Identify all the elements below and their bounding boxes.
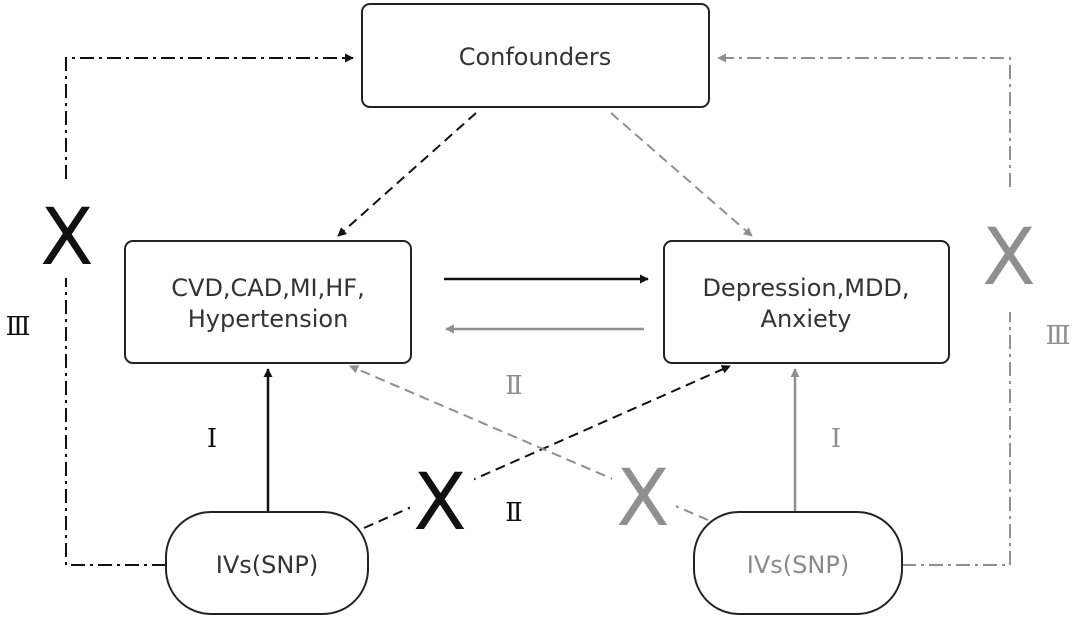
node-iv-left: IVs(SNP) <box>165 511 369 615</box>
outcome-label-line1: Depression,MDD, <box>702 274 909 302</box>
x-center-gray-mask <box>612 456 676 528</box>
assumption-1-left: Ⅰ <box>207 424 217 454</box>
violation-mark-center-black: X <box>413 458 466 548</box>
violation-mark-right: X <box>982 213 1035 303</box>
x-center-black-mask <box>410 462 474 534</box>
x-right-mask <box>980 192 1040 312</box>
assumption-3-left: Ⅲ <box>5 312 30 342</box>
exposure-label-line1: CVD,CAD,MI,HF, <box>171 274 364 302</box>
assumption-1-right: Ⅰ <box>831 424 841 454</box>
arrow-confounders-to-exposure <box>337 112 477 237</box>
x-left-mask <box>38 180 96 278</box>
outcome-label-line2: Anxiety <box>761 305 852 333</box>
arrow-confounders-to-outcome <box>610 112 753 237</box>
assumption-2-gray: Ⅱ <box>505 371 523 401</box>
node-outcome: Depression,MDD, Anxiety <box>663 240 950 364</box>
confounders-label: Confounders <box>459 43 612 71</box>
violation-mark-center-gray: X <box>616 454 669 544</box>
node-confounders: Confounders <box>361 3 710 108</box>
iv-left-label: IVs(SNP) <box>216 551 318 579</box>
iv-right-label: IVs(SNP) <box>747 551 849 579</box>
node-iv-right: IVs(SNP) <box>693 511 903 615</box>
exposure-label-line2: Hypertension <box>188 305 349 333</box>
assumption-3-right: Ⅲ <box>1045 321 1070 351</box>
node-exposure: CVD,CAD,MI,HF, Hypertension <box>124 240 412 364</box>
assumption-2-black: Ⅱ <box>505 498 523 528</box>
violation-mark-left: X <box>40 193 93 283</box>
path-iv-left-to-confounders <box>65 53 354 566</box>
